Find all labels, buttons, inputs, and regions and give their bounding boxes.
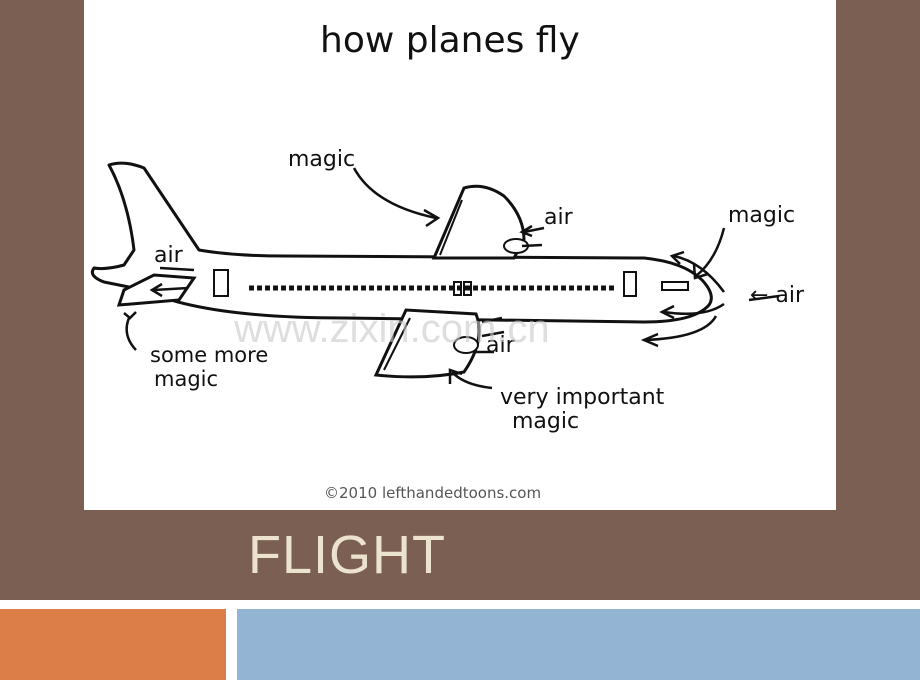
label-magic-top: magic <box>288 147 355 172</box>
accent-bar-orange <box>0 609 226 680</box>
label-some-more: some more <box>150 343 268 367</box>
label-air-tail: air <box>154 243 184 268</box>
label-air-wing: air <box>544 205 574 230</box>
airplane-illustration: how planes fly <box>90 20 805 502</box>
fuselage-outline <box>90 161 713 324</box>
cockpit-window <box>661 281 689 291</box>
label-very-important-magic: magic <box>512 409 579 434</box>
watermark-text: www.zixin.com.cn <box>233 307 550 351</box>
label-magic-nose: magic <box>728 203 795 228</box>
lower-wing <box>373 308 481 379</box>
label-air-nose: ← air <box>750 283 805 308</box>
lower-engine <box>453 336 479 354</box>
credit-text: ©2010 lefthandedtoons.com <box>324 484 541 502</box>
window-row <box>213 269 637 297</box>
label-some-more-magic: magic <box>154 367 218 391</box>
upper-wing <box>431 184 526 260</box>
label-very-important: very important <box>500 385 665 410</box>
arrow-group <box>123 167 780 390</box>
slide-title: FLIGHT <box>248 525 447 585</box>
accent-bar-blue <box>237 609 920 680</box>
label-air-lower: air <box>486 333 516 358</box>
cartoon-heading: how planes fly <box>320 20 580 61</box>
cartoon-panel: how planes fly <box>84 0 836 510</box>
